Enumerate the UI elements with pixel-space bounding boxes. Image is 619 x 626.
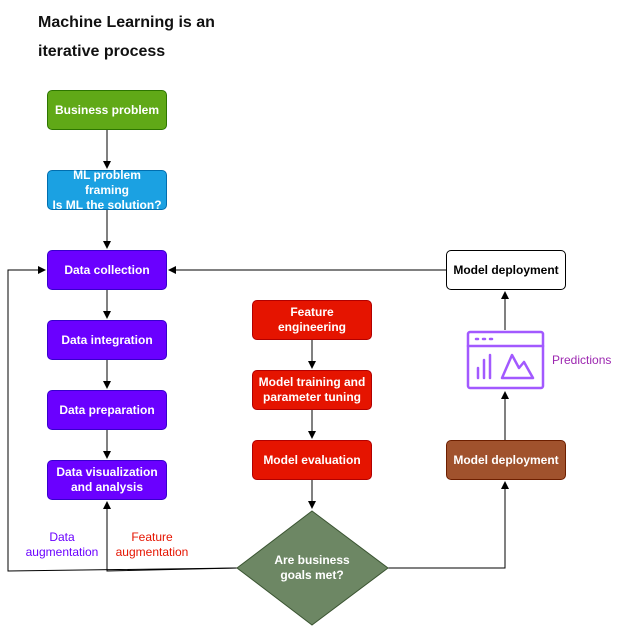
dashboard-chart-icon — [466, 330, 545, 390]
data-augmentation-line2: augmentation — [25, 545, 99, 559]
model-evaluation-box: Model evaluation — [252, 440, 372, 480]
decision-label: Are business goals met? — [262, 553, 362, 583]
data-visualization-box: Data visualization and analysis — [47, 460, 167, 500]
model-deployment-bottom-label: Model deployment — [453, 452, 559, 467]
decision-diamond — [236, 510, 389, 626]
data-visualization-label-line1: Data visualization — [56, 465, 158, 479]
model-evaluation-label: Model evaluation — [263, 452, 361, 467]
data-preparation-box: Data preparation — [47, 390, 167, 430]
model-deployment-bottom-box: Model deployment — [446, 440, 566, 480]
feature-engineering-label: Feature engineering — [277, 305, 346, 334]
data-visualization-label-line2: and analysis — [70, 480, 144, 494]
ml-problem-framing-box: ML problem framing Is ML the solution? — [47, 167, 167, 212]
data-augmentation-label: Data augmentation — [20, 530, 104, 560]
data-augmentation-line1: Data — [49, 530, 75, 544]
arrow-feature-augmentation-loop — [103, 501, 238, 572]
predictions-label: Predictions — [552, 353, 612, 367]
model-training-label-line2: parameter tuning — [262, 390, 361, 404]
feature-augmentation-line2: augmentation — [115, 545, 189, 559]
arrow-decision-to-deployment — [388, 481, 509, 569]
business-problem-box: Business problem — [47, 90, 167, 130]
feature-augmentation-line1: Feature — [131, 530, 173, 544]
data-collection-label: Data collection — [64, 262, 150, 277]
model-deployment-top-label: Model deployment — [453, 262, 559, 277]
ml-framing-label-line1: ML problem framing — [73, 167, 141, 197]
data-preparation-label: Data preparation — [59, 402, 155, 417]
feature-engineering-box: Feature engineering — [252, 300, 372, 340]
model-training-box: Model training and parameter tuning — [252, 370, 372, 410]
arrow-data-augmentation-loop — [7, 266, 238, 572]
diagram-title-line2: iterative process — [38, 43, 166, 60]
feature-augmentation-label: Feature augmentation — [110, 530, 194, 560]
ml-framing-label-line2: Is ML the solution? — [52, 197, 162, 212]
model-training-label-line1: Model training and — [258, 375, 366, 389]
business-problem-label: Business problem — [54, 102, 160, 117]
diagram-title-line1: Machine Learning is an — [38, 14, 215, 31]
decision-label-line1: Are business — [274, 553, 350, 567]
data-integration-box: Data integration — [47, 320, 167, 360]
data-integration-label: Data integration — [61, 332, 153, 347]
model-deployment-top-box: Model deployment — [446, 250, 566, 290]
decision-label-line2: goals met? — [280, 568, 344, 582]
data-collection-box: Data collection — [47, 250, 167, 290]
